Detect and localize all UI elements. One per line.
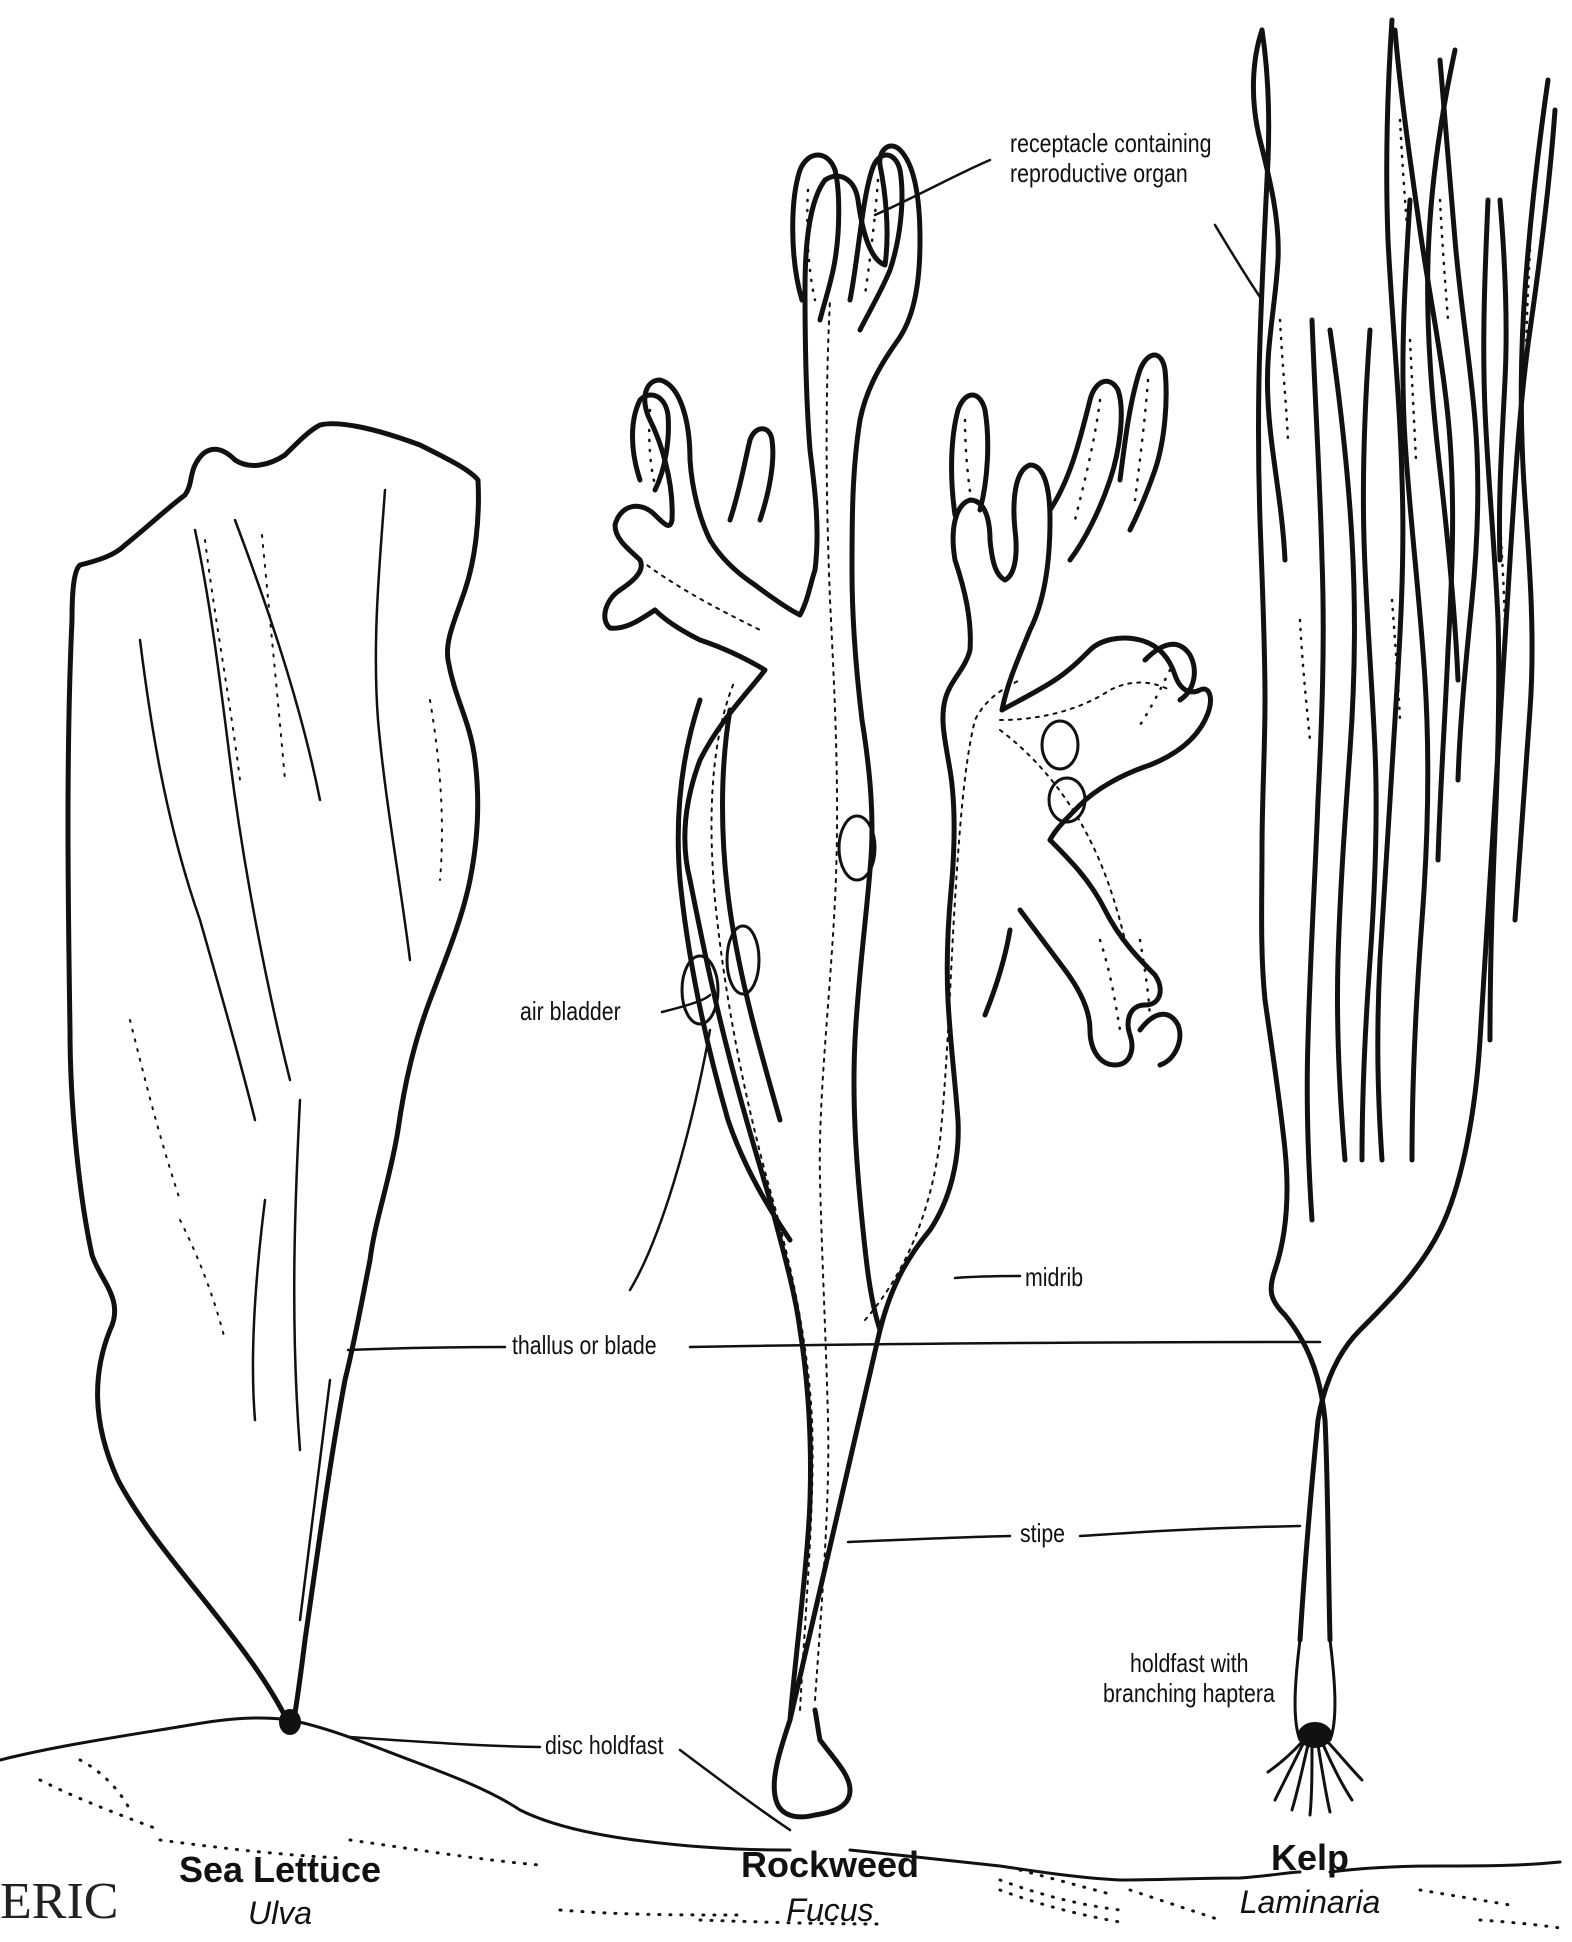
midrib-label: midrib [1025,1262,1083,1292]
air-bladder-label: air bladder [520,996,621,1026]
rockweed-common-name: Rockweed [700,1845,960,1885]
stipe-label: stipe [1020,1518,1065,1548]
sea-lettuce-illustration [68,424,478,1734]
eric-logo: ERIC [0,1872,118,1931]
receptacle-label-line-1: receptacle containing [1010,128,1211,158]
leader-lines [348,160,1320,1830]
sea-lettuce-scientific-name: Ulva [150,1895,410,1931]
receptacle-label-line-2: reproductive organ [1010,158,1188,188]
holdfast-haptera-label-line-1: holdfast with [1130,1648,1249,1678]
sea-lettuce-common-name: Sea Lettuce [150,1850,410,1890]
rockweed-illustration [605,146,1211,1817]
disc-holdfast-label: disc holdfast [545,1730,664,1760]
rockweed-scientific-name: Fucus [700,1892,960,1928]
kelp-common-name: Kelp [1220,1838,1400,1878]
kelp-scientific-name: Laminaria [1200,1884,1420,1920]
kelp-illustration [1253,20,1555,1815]
holdfast-haptera-label-line-2: branching haptera [1103,1678,1275,1708]
thallus-label: thallus or blade [512,1330,657,1360]
